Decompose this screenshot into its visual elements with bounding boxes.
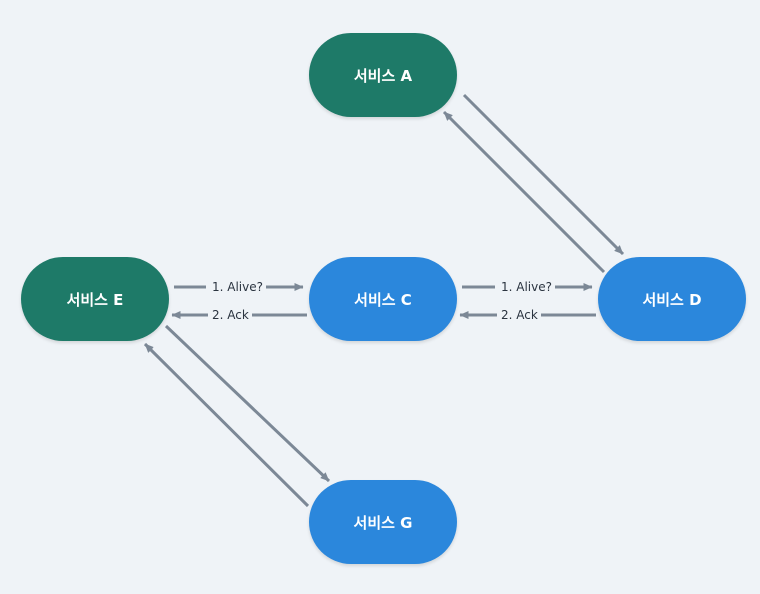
label-bg-c-to-e <box>208 306 252 324</box>
label-bg-e-to-c <box>206 278 266 296</box>
node-service-g[interactable]: 서비스 G <box>309 480 457 564</box>
node-service-a-label: 서비스 A <box>353 66 413 85</box>
node-service-d[interactable]: 서비스 D <box>598 257 746 341</box>
arrow-e-to-g <box>164 324 331 483</box>
edge-label-c-to-e: 2. Ack <box>212 308 249 322</box>
arrow-g-to-e <box>143 342 310 508</box>
arrow-d-to-a <box>442 110 606 274</box>
edge-label-d-to-c: 2. Ack <box>501 308 538 322</box>
node-service-c-label: 서비스 C <box>354 290 412 309</box>
label-bg-c-to-d <box>495 278 555 296</box>
node-service-e[interactable]: 서비스 E <box>21 257 169 341</box>
arrow-a-to-d <box>462 93 625 256</box>
node-service-d-label: 서비스 D <box>642 290 702 309</box>
edge-label-c-to-d: 1. Alive? <box>501 280 552 294</box>
edge-label-e-to-c: 1. Alive? <box>212 280 263 294</box>
node-service-c[interactable]: 서비스 C <box>309 257 457 341</box>
label-bg-d-to-c <box>497 306 541 324</box>
node-service-a[interactable]: 서비스 A <box>309 33 457 117</box>
node-service-g-label: 서비스 G <box>353 513 413 532</box>
node-service-e-label: 서비스 E <box>66 290 124 309</box>
